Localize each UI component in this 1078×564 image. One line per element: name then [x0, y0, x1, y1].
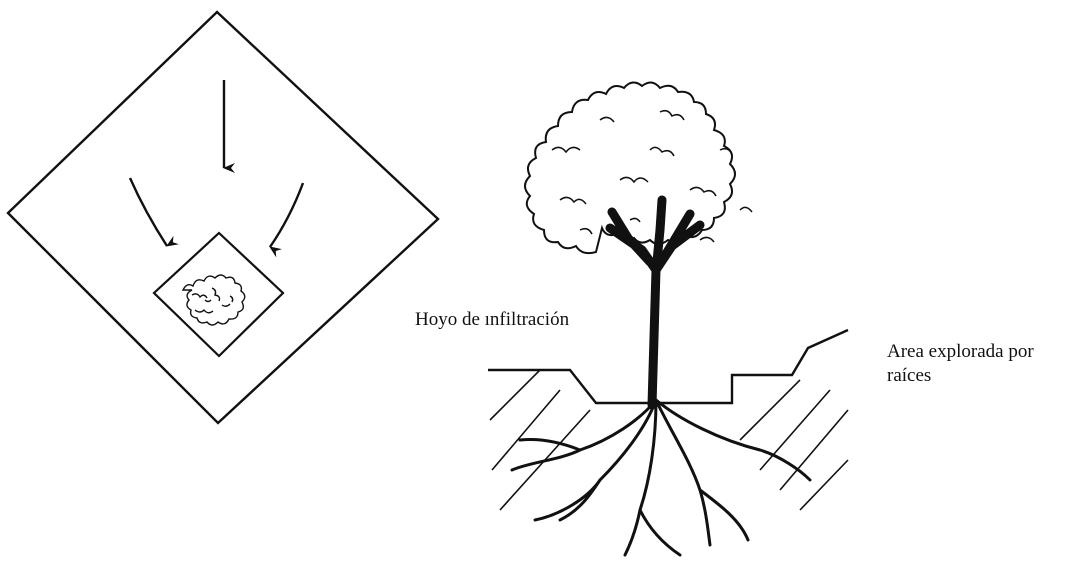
pit-vegetation-icon — [183, 275, 245, 325]
label-root-area-line1: Area explorada por — [887, 340, 1034, 364]
label-root-area-line2: raíces — [887, 364, 1034, 388]
roots-icon — [512, 400, 810, 555]
catchment-diamond-icon — [8, 12, 438, 423]
label-infiltration-hole: Hoyo de ınfiltración — [415, 308, 569, 332]
catchment-diagram — [8, 12, 438, 423]
trunk-icon — [610, 200, 700, 405]
planting-pit-icon — [154, 233, 283, 356]
canopy-texture-icon — [552, 111, 752, 242]
runoff-arrows — [130, 80, 303, 247]
arrow-curved-left-icon — [130, 178, 167, 246]
arrow-curved-right-icon — [270, 183, 303, 247]
terraced-soil-icon — [488, 330, 848, 403]
label-root-area: Area explorada por raíces — [887, 340, 1034, 388]
